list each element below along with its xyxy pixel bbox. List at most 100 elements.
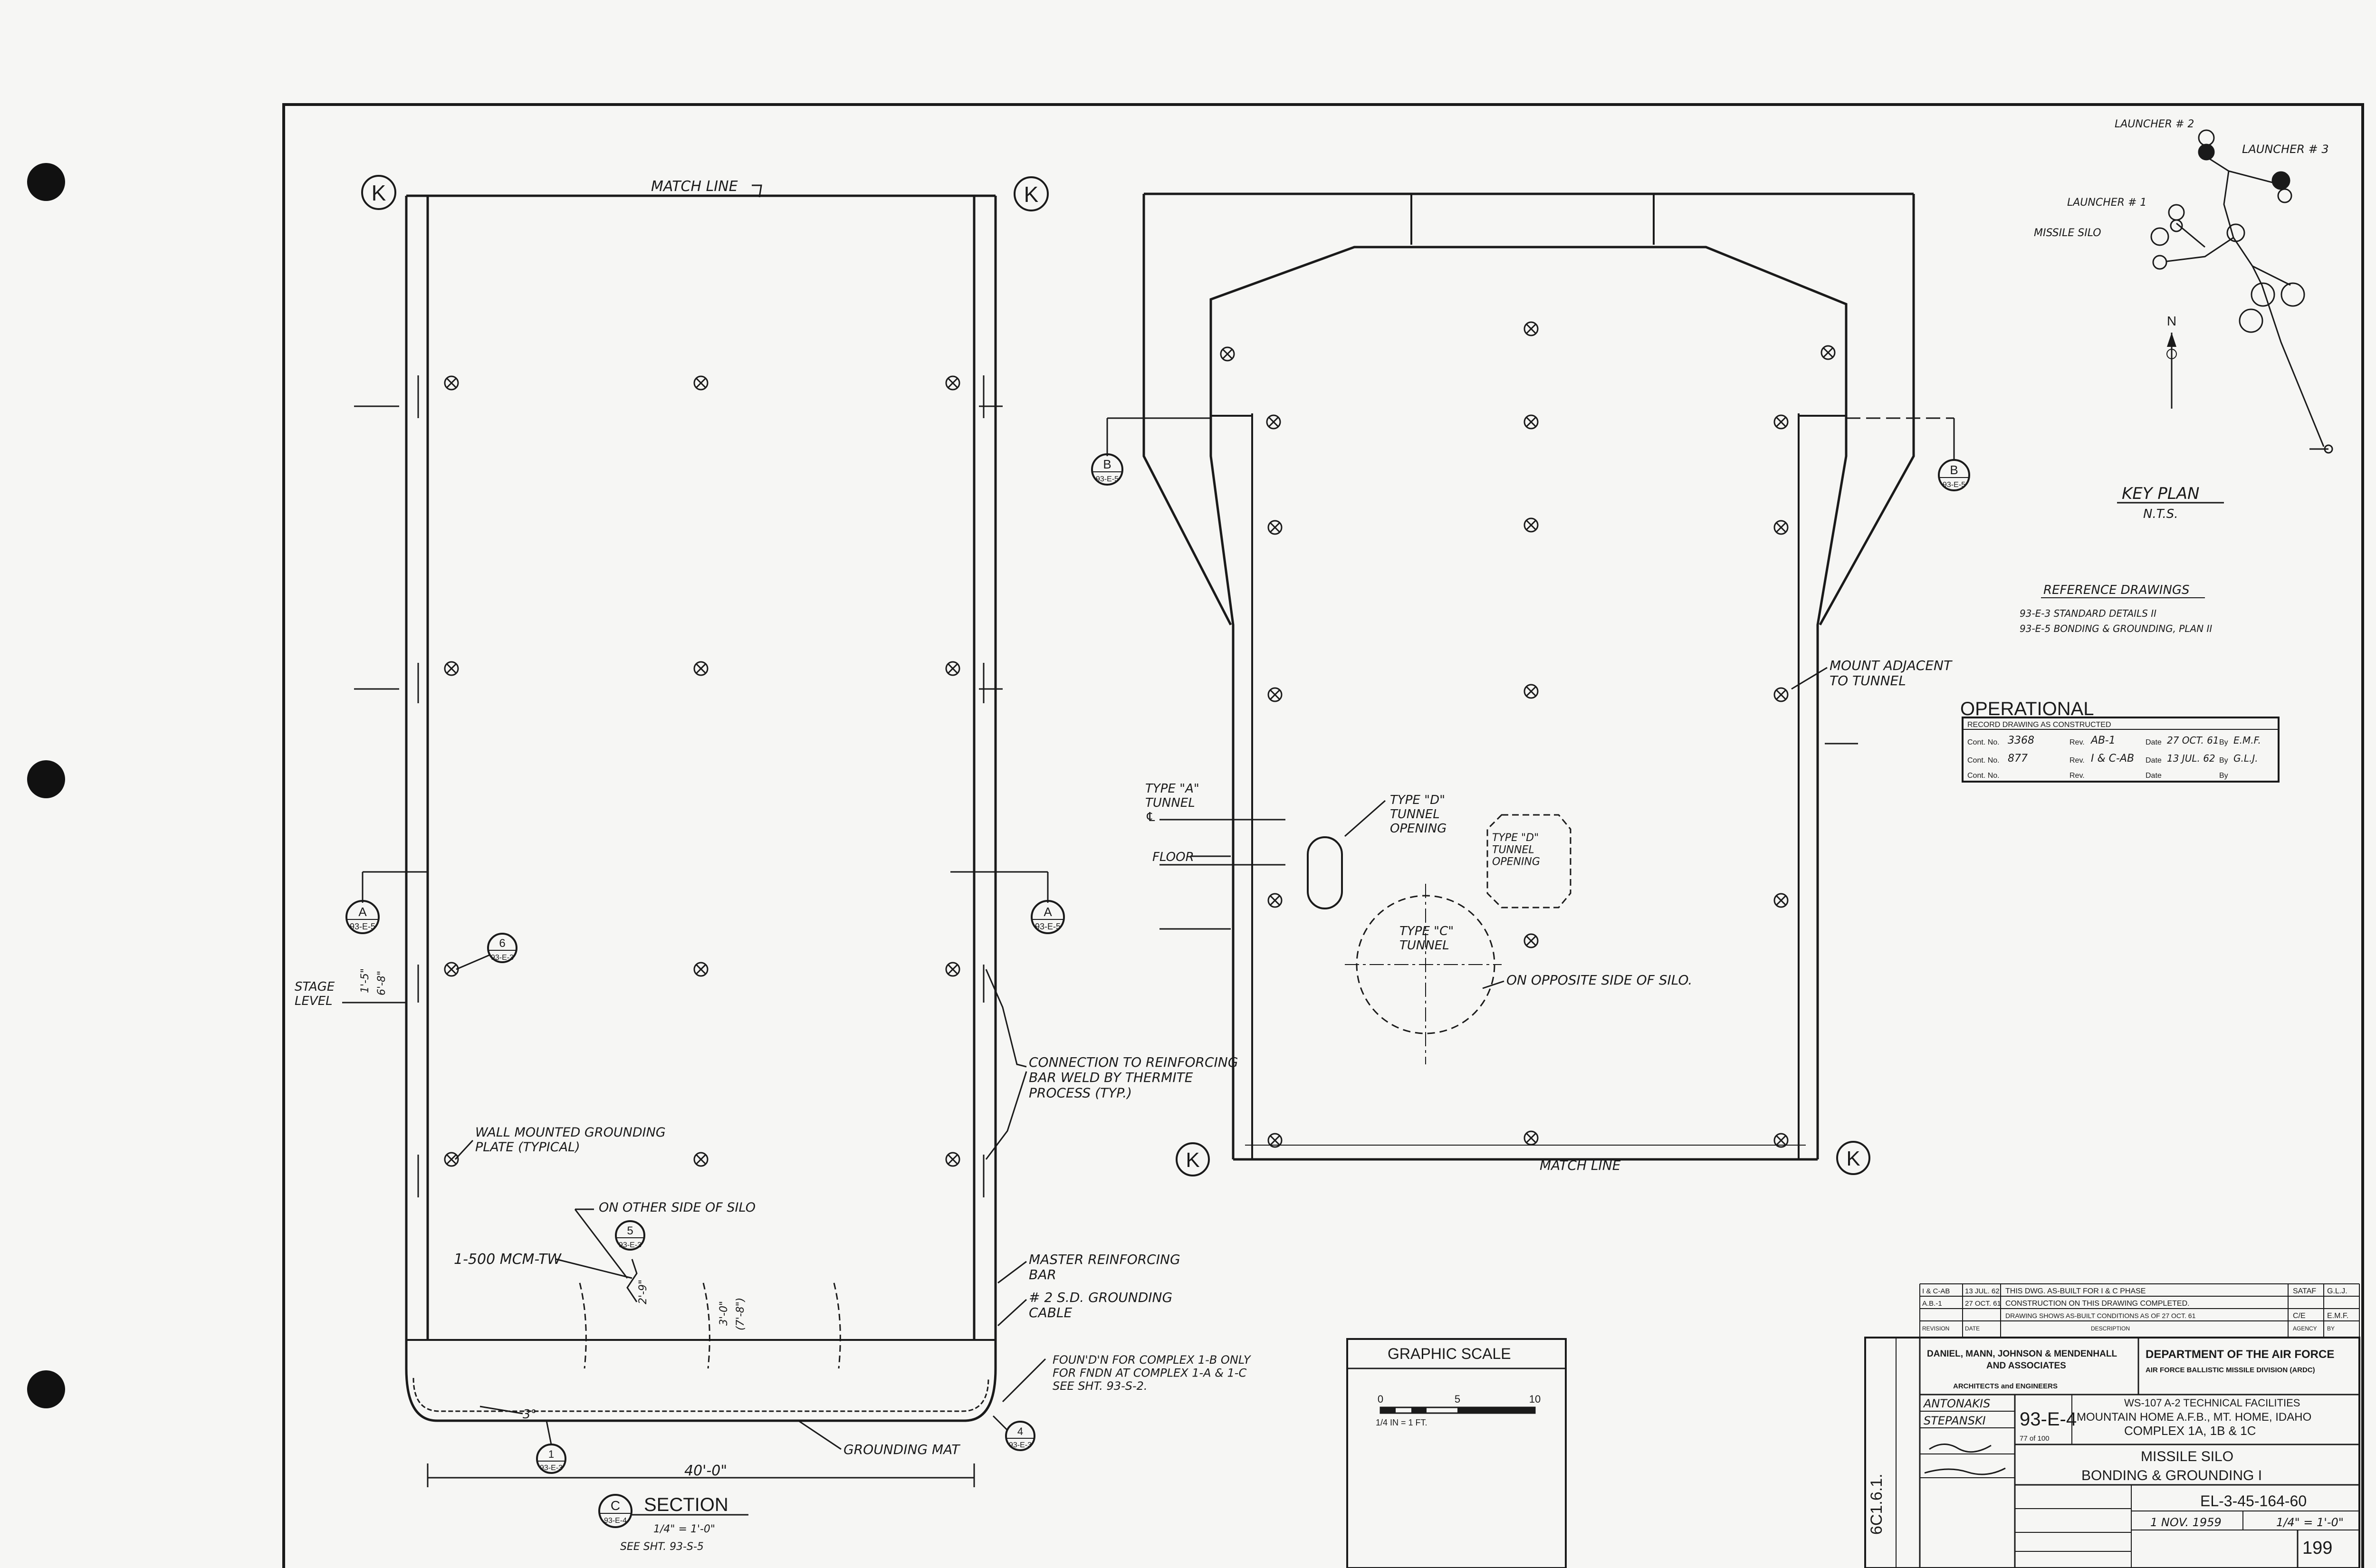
svg-text:SATAF: SATAF [2293,1287,2316,1295]
svg-text:(7'-8"): (7'-8") [735,1298,747,1330]
key-plan-title: KEY PLAN [2122,484,2200,503]
svg-text:93-E-3: 93-E-3 [619,1241,642,1249]
page-number: 199 [2302,1538,2332,1558]
signature [1924,1467,2006,1475]
binder-hole [27,760,65,798]
section-b-bubble [1938,459,1970,491]
svg-text:STEPANSKI: STEPANSKI [1924,1414,1986,1427]
svg-text:93-E-3: 93-E-3 [540,1464,563,1472]
svg-text:COMPLEX 1A, 1B & 1C: COMPLEX 1A, 1B & 1C [2124,1424,2256,1438]
svg-text:RECORD DRAWING AS CONSTRUCTED: RECORD DRAWING AS CONSTRUCTED [1967,721,2111,729]
operational-title: OPERATIONAL [1960,698,2094,719]
svg-text:93-E-5: 93-E-5 [350,922,375,931]
plan-match-line-label: MATCH LINE [1540,1157,1621,1173]
grid-label: K [372,181,386,205]
svg-text:I & C-AB: I & C-AB [2091,753,2134,765]
svg-text:ANTONAKIS: ANTONAKIS [1923,1397,1990,1410]
svg-text:93-E-5: 93-E-5 [1943,481,1965,489]
svg-text:By: By [2219,756,2228,765]
svg-text:AB-1: AB-1 [2090,735,2116,746]
grid-bubble [1176,1142,1210,1176]
firm-name: DANIEL, MANN, JOHNSON & MENDENHALL [1927,1349,2117,1359]
reference-drawings: REFERENCE DRAWINGS 93-E-3 STANDARD DETAI… [2020,583,2212,634]
svg-text:10: 10 [1529,1393,1541,1405]
svg-text:0: 0 [1378,1393,1383,1405]
reference-title: REFERENCE DRAWINGS [2043,583,2190,597]
svg-text:93-E-5 BONDING & GROUNDING, PL: 93-E-5 BONDING & GROUNDING, PLAN II [2020,623,2212,634]
opposite-side-note: ON OPPOSITE SIDE OF SILO. [1506,972,1692,988]
svg-text:ARCHITECTS and ENGINEERS: ARCHITECTS and ENGINEERS [1953,1382,2058,1390]
svg-text:3368: 3368 [2008,735,2034,746]
svg-text:I & C-AB: I & C-AB [1922,1287,1950,1295]
svg-text:N.T.S.: N.T.S. [2143,507,2178,521]
svg-text:93-E-3 STANDARD DETAILS II: 93-E-3 STANDARD DETAILS II [2020,608,2156,619]
north-arrow-icon [2167,333,2176,347]
drawing-subtitle: BONDING & GROUNDING I [2081,1468,2262,1483]
drawing-title: MISSILE SILO [2141,1449,2233,1464]
detail-bubble [1005,1421,1035,1451]
spec-number: EL-3-45-164-60 [2200,1492,2307,1510]
department-name: DEPARTMENT OF THE AIR FORCE [2146,1348,2334,1361]
svg-text:3'-0": 3'-0" [718,1301,730,1326]
svg-text:BY: BY [2327,1325,2335,1332]
svg-text:27 OCT. 61: 27 OCT. 61 [2167,735,2219,746]
section-a-bubble [1031,900,1065,934]
svg-text:AND ASSOCIATES: AND ASSOCIATES [1986,1361,2066,1371]
svg-text:877: 877 [2008,753,2028,765]
launcher2-label: LAUNCHER # 2 [2115,118,2194,130]
title-block: 6C1.6.1. I & C-AB 13 JUL. 62 THIS DWG. A… [1864,1283,2360,1568]
drawing-scale: 1/4" = 1'-0" [2276,1516,2344,1529]
svg-text:By: By [2219,772,2228,780]
svg-text:DRAWING SHOWS AS-BUILT CONDITI: DRAWING SHOWS AS-BUILT CONDITIONS AS OF … [2005,1312,2196,1319]
svg-text:3°: 3° [523,1407,537,1422]
svg-text:93-E-5: 93-E-5 [1035,922,1061,931]
type-a-tunnel-label: TYPE "A"TUNNEL℄ [1145,782,1199,824]
detail-bubble [487,933,517,963]
svg-text:SEE SHT. 93-S-5: SEE SHT. 93-S-5 [620,1541,704,1553]
svg-text:93-E-3: 93-E-3 [1009,1441,1032,1449]
operational-stamp: OPERATIONAL RECORD DRAWING AS CONSTRUCTE… [1960,698,2280,783]
svg-text:27 OCT. 61: 27 OCT. 61 [1965,1300,2001,1308]
svg-text:6'-8": 6'-8" [376,971,388,995]
svg-text:4: 4 [1017,1425,1023,1437]
section-title: SECTION [644,1494,728,1515]
svg-text:B: B [1950,463,1958,477]
svg-text:1/4 IN = 1 FT.: 1/4 IN = 1 FT. [1376,1418,1428,1427]
svg-text:13 JUL. 62: 13 JUL. 62 [1965,1287,2000,1295]
floor-label: FLOOR [1152,850,1194,864]
launcher3-label: LAUNCHER # 3 [2242,143,2329,156]
svg-text:Date: Date [2146,738,2162,746]
match-line-label: MATCH LINE [651,178,738,195]
svg-text:2'-9": 2'-9" [637,1280,649,1304]
grid-label: K [1024,182,1039,207]
svg-text:1: 1 [548,1448,554,1460]
grid-bubble [1836,1141,1870,1175]
launcher1-label: LAUNCHER # 1 [2067,197,2146,209]
key-plan: LAUNCHER # 2 LAUNCHER # 3 LAUNCHER # 1 M… [2034,118,2333,521]
svg-text:A: A [358,905,367,919]
type-d-opening-2 [1486,814,1571,908]
drawing-date: 1 NOV. 1959 [2150,1516,2222,1529]
svg-text:Rev.: Rev. [2069,738,2085,746]
svg-text:1/4" = 1'-0": 1/4" = 1'-0" [653,1523,715,1535]
svg-text:Date: Date [2146,756,2162,765]
svg-text:6: 6 [499,937,505,950]
section-b-bubble [1091,453,1123,486]
drawing-border [282,103,2364,1568]
svg-text:Date: Date [2146,772,2162,780]
svg-text:REVISION: REVISION [1922,1325,1949,1332]
svg-text:AGENCY: AGENCY [2293,1325,2317,1332]
svg-text:1'-5": 1'-5" [359,968,371,993]
svg-text:13 JUL. 62: 13 JUL. 62 [2167,753,2215,764]
